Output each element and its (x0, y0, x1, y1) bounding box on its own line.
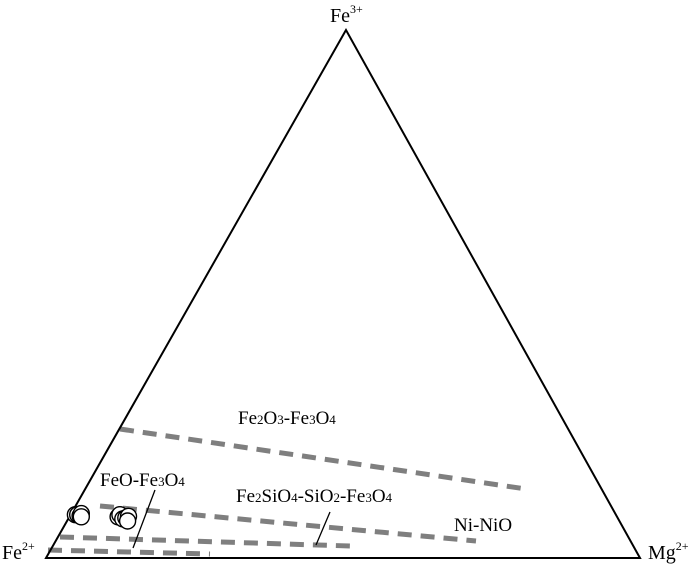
data-point (72, 508, 91, 526)
leader-lines (132, 489, 331, 549)
buffer-line-ni-nio (59, 534, 351, 549)
buffer-label-part: Fe (236, 486, 255, 507)
buffer-label-part: O (372, 486, 386, 507)
buffer-label-part: O (165, 470, 179, 491)
buffer-label-part: Fe (238, 408, 257, 429)
buffer-label-subscript: 2 (257, 412, 264, 427)
buffer-line-feo-fe3o4 (47, 547, 211, 557)
buffer-label-subscript: 3 (365, 490, 372, 505)
buffer-label-part: FeO-Fe (100, 470, 158, 491)
vertex-mg-base: Mg (648, 542, 676, 564)
buffer-label-subscript: 4 (329, 412, 336, 427)
buffer-label-part: -Fe (284, 408, 309, 429)
buffer-label-subscript: 2 (255, 490, 262, 505)
buffer-label-part: Ni-NiO (454, 515, 512, 536)
buffer-label-part: -Fe (340, 486, 365, 507)
buffer-labels: Fe2O3-Fe3O4Fe2SiO4-SiO2-Fe3O4Ni-NiOFeO-F… (100, 408, 512, 536)
buffer-label-fe2o3-fe3o4: Fe2O3-Fe3O4 (238, 408, 336, 429)
data-point (118, 512, 137, 530)
buffer-label-feo-fe3o4: FeO-Fe3O4 (100, 470, 185, 491)
vertex-label-fe2: Fe2+ (2, 539, 35, 564)
buffer-label-fe2sio4-sio2-fe3o4: Fe2SiO4-SiO2-Fe3O4 (236, 486, 393, 507)
buffer-label-ni-nio: Ni-NiO (454, 515, 512, 536)
data-points (66, 504, 138, 530)
buffer-label-subscript: 3 (158, 474, 165, 489)
buffer-label-subscript: 4 (291, 490, 298, 505)
buffer-label-part: SiO (262, 486, 292, 507)
buffer-label-subscript: 4 (386, 490, 393, 505)
buffer-label-subscript: 2 (333, 490, 340, 505)
vertex-fe2-base: Fe (2, 542, 22, 564)
buffer-label-subscript: 3 (277, 412, 284, 427)
buffer-line-fe2sio4-sio2-fe3o4 (99, 503, 477, 544)
vertex-mg-sup: 2+ (676, 539, 689, 553)
vertex-fe3-sup: 3+ (350, 2, 363, 16)
buffer-lines (47, 426, 527, 557)
buffer-label-subscript: 4 (178, 474, 185, 489)
triangle-frame (44, 27, 642, 559)
leader-line (132, 489, 156, 549)
vertex-fe3-base: Fe (330, 5, 350, 27)
buffer-label-part: -SiO (298, 486, 334, 507)
buffer-label-part: O (264, 408, 278, 429)
vertex-fe2-sup: 2+ (22, 539, 35, 553)
buffer-label-part: O (316, 408, 330, 429)
buffer-label-subscript: 3 (309, 412, 316, 427)
vertex-label-mg: Mg2+ (648, 539, 689, 564)
leader-line (315, 511, 331, 546)
vertex-label-fe3: Fe3+ (330, 2, 363, 27)
